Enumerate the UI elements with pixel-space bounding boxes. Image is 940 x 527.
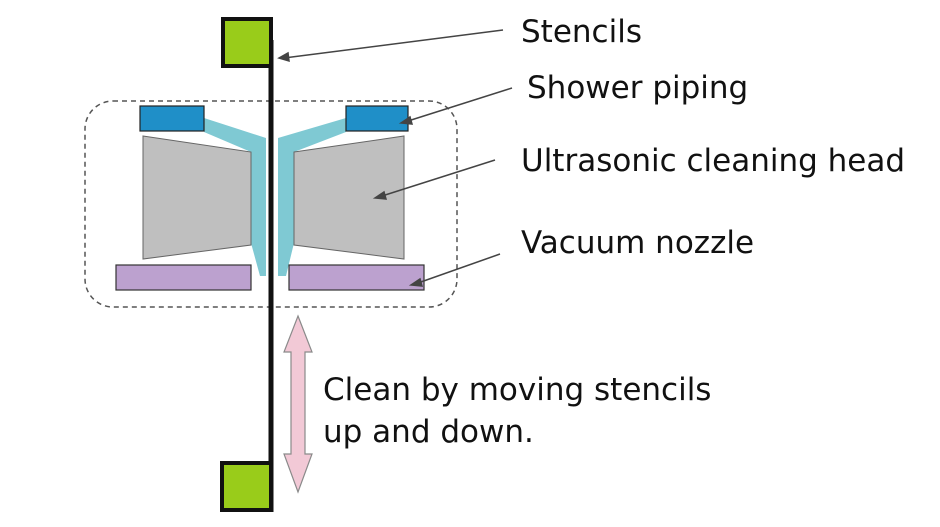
leader-head xyxy=(381,159,496,197)
motion-caption: Clean by moving stencils up and down. xyxy=(323,369,711,453)
leader-shower-arrowhead xyxy=(398,115,414,125)
leader-head-arrowhead xyxy=(372,190,388,200)
stencils-label: Stencils xyxy=(521,14,642,50)
stencil-block-top xyxy=(221,17,273,68)
spray-left xyxy=(204,118,266,276)
leader-stencils-arrowhead xyxy=(277,51,290,63)
up-down-arrow xyxy=(283,314,313,494)
caption-line-1: Clean by moving stencils xyxy=(323,372,712,408)
leader-vacuum-arrowhead xyxy=(408,277,424,287)
stencil-block-bottom xyxy=(220,461,273,512)
ultrasonic-head-label: Ultrasonic cleaning head xyxy=(521,143,906,179)
shower-pipe-right xyxy=(345,105,409,132)
shower-pipe-left xyxy=(139,105,205,132)
vacuum-nozzle-left xyxy=(115,264,252,291)
caption-line-2: up and down. xyxy=(323,414,534,450)
vacuum-nozzle-label: Vacuum nozzle xyxy=(521,225,755,261)
spray-right xyxy=(278,118,346,276)
leader-shower xyxy=(407,87,513,122)
ultrasonic-head-right xyxy=(293,135,405,260)
shower-piping-label: Shower piping xyxy=(527,70,749,106)
leader-vacuum xyxy=(417,253,501,284)
ultrasonic-head-left xyxy=(142,135,252,260)
leader-stencils xyxy=(283,29,504,59)
leader-lines xyxy=(277,29,513,287)
vacuum-nozzle-right xyxy=(288,264,425,291)
